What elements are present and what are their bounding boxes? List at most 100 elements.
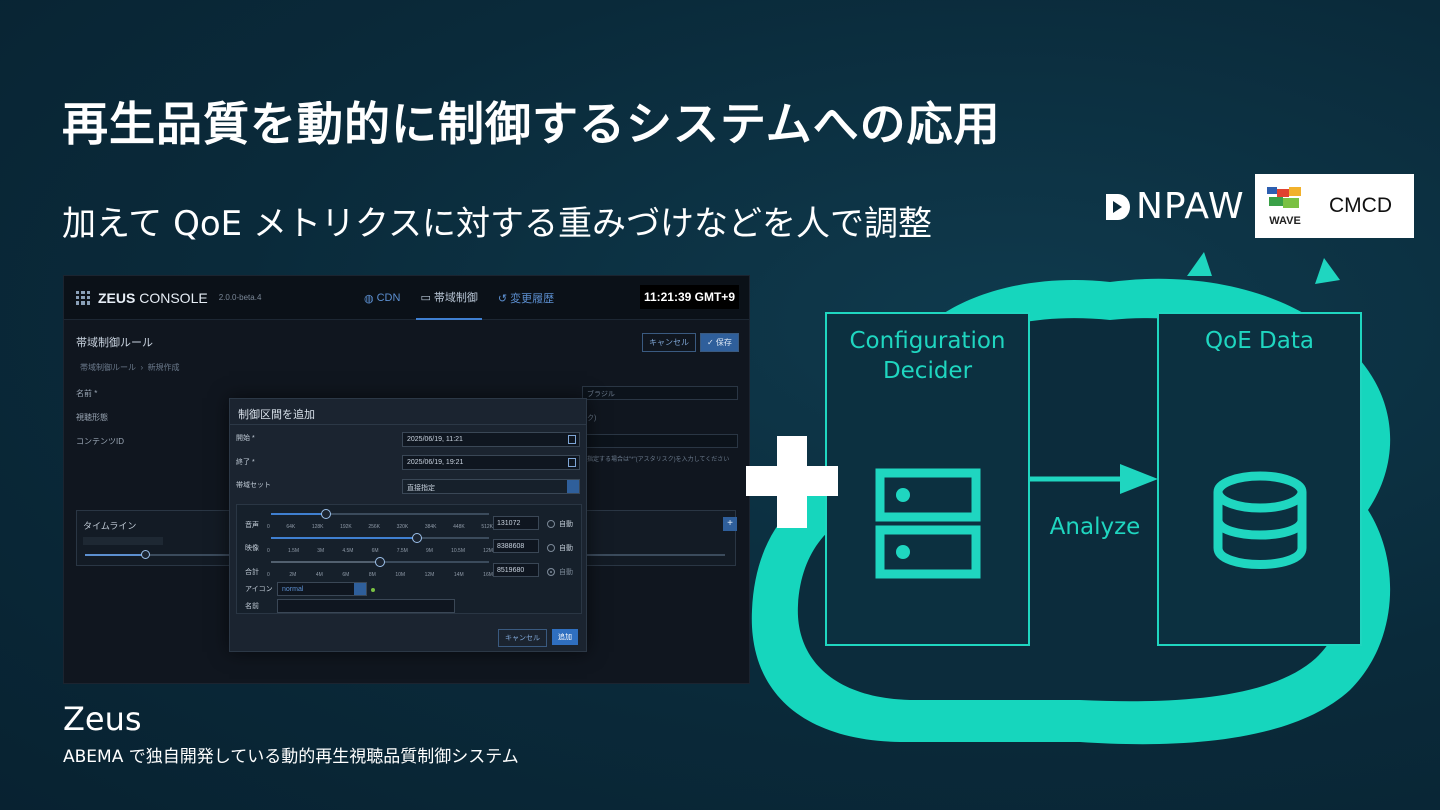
tick-label: 512K	[481, 524, 493, 530]
modal-add-button[interactable]: 追加	[552, 629, 578, 645]
caption-subtitle: ABEMA で独自開発している動的再生視聴品質制御システム	[63, 747, 519, 767]
pointer-triangle-left	[1187, 252, 1212, 276]
tick-label: 9M	[426, 548, 433, 554]
tick-label: 6M	[342, 572, 350, 578]
audio-value[interactable]: 131072	[493, 516, 539, 530]
wave-text: WAVE	[1269, 215, 1301, 227]
total-auto-radio[interactable]: 自動	[547, 567, 573, 577]
tab-cdn[interactable]: ◍ CDN	[364, 292, 401, 305]
audio-label: 音声	[245, 522, 259, 529]
video-auto-radio[interactable]: 自動	[547, 543, 573, 553]
total-value[interactable]: 8519680	[493, 563, 539, 577]
video-value[interactable]: 8388608	[493, 539, 539, 553]
start-input[interactable]: 2025/06/19, 11:21	[402, 432, 580, 447]
chevron-down-icon[interactable]	[354, 583, 366, 595]
tick-label: 128K	[311, 524, 324, 530]
calendar-icon[interactable]	[568, 458, 576, 467]
video-slider[interactable]	[271, 533, 489, 543]
breadcrumb: 帯域制御ルール › 新規作成	[80, 363, 180, 372]
tick-label: 448K	[453, 524, 465, 530]
icon-label: アイコン	[245, 586, 273, 593]
start-label: 開始 *	[236, 435, 255, 442]
total-slider-knob[interactable]	[375, 557, 385, 567]
tick-label: 8M	[368, 572, 376, 578]
console-brand: ZEUS CONSOLE 2.0.0-beta.4	[76, 290, 261, 306]
tick-label: 2M	[289, 572, 297, 578]
bandset-label: 帯域セット	[236, 482, 271, 489]
wave-logo: WAVE	[1265, 185, 1305, 227]
calendar-icon[interactable]	[568, 435, 576, 444]
tick-label: 16M	[483, 572, 493, 578]
end-label: 終了 *	[236, 459, 255, 466]
region-field[interactable]: ブラジル	[582, 386, 738, 400]
save-button[interactable]: ✓ 保存	[700, 333, 739, 352]
tick-label: 256K	[368, 524, 380, 530]
page-title: 帯域制御ルール	[76, 337, 153, 349]
video-label: 映像	[245, 545, 259, 552]
end-input[interactable]: 2025/06/19, 19:21	[402, 455, 580, 470]
chevron-down-icon[interactable]	[567, 480, 579, 493]
apps-grid-icon[interactable]	[76, 290, 90, 305]
caption-title: Zeus	[63, 700, 142, 738]
tick-label: 6M	[371, 548, 379, 554]
tick-label: 12M	[424, 572, 435, 578]
console-version: 2.0.0-beta.4	[218, 293, 262, 302]
name-input[interactable]	[277, 599, 455, 613]
cmcd-logo-box: WAVE CMCD	[1255, 174, 1414, 238]
npaw-text: NPAW	[1136, 186, 1245, 227]
add-timeline-button[interactable]: +	[723, 517, 737, 531]
slide-title: 再生品質を動的に制御するシステムへの応用	[62, 97, 1001, 151]
name-field-label: 名前	[245, 603, 259, 610]
npaw-logo: NPAW	[1104, 186, 1245, 227]
wave-mark-icon	[1267, 187, 1301, 208]
cmcd-text: CMCD	[1329, 194, 1392, 217]
slide-subtitle: 加えて QoE メトリクスに対する重みづけなどを人で調整	[62, 204, 932, 244]
cancel-button[interactable]: キャンセル	[642, 333, 696, 352]
zeus-console-screenshot: ZEUS CONSOLE 2.0.0-beta.4 ◍ CDN ▭ 帯域制御 ↺…	[63, 275, 750, 684]
qoe-data-label: QoE Data	[1205, 328, 1314, 354]
audio-slider-knob[interactable]	[320, 509, 331, 519]
tick-label: 192K	[340, 524, 352, 530]
audio-auto-radio[interactable]: 自動	[547, 519, 573, 529]
qoe-data-box	[1157, 312, 1362, 646]
console-title: ZEUS CONSOLE	[98, 289, 208, 306]
content-id-field[interactable]	[582, 434, 738, 448]
icon-select[interactable]: normal	[277, 582, 367, 596]
database-icon	[1213, 471, 1307, 569]
configuration-decider-label: Configuration Decider	[849, 328, 1006, 384]
bandset-select[interactable]: 直接指定	[402, 479, 580, 494]
console-nav: ◍ CDN ▭ 帯域制御 ↺ 変更履歴	[360, 276, 558, 320]
modal-cancel-button[interactable]: キャンセル	[498, 629, 547, 647]
console-body: 帯域制御ルール キャンセル ✓ 保存 帯域制御ルール › 新規作成 名前 * 視…	[64, 320, 749, 683]
timeline-knob[interactable]	[141, 550, 150, 559]
screen-icon: ▭	[420, 291, 431, 304]
globe-icon: ◍	[364, 292, 374, 305]
tick-label: 12M	[483, 548, 493, 554]
console-header: ZEUS CONSOLE 2.0.0-beta.4 ◍ CDN ▭ 帯域制御 ↺…	[64, 276, 749, 320]
tick-label: 320K	[396, 524, 409, 530]
breadcrumb-current: 新規作成	[147, 363, 180, 372]
timeline-bar	[83, 537, 163, 545]
total-label: 合計	[245, 569, 259, 576]
view-type-field[interactable]: ク)	[587, 415, 597, 422]
status-dot	[371, 588, 375, 592]
name-label: 名前 *	[76, 389, 98, 398]
tick-label: 7.5M	[396, 548, 408, 554]
pointer-triangle-right	[1315, 258, 1340, 284]
tab-change-history[interactable]: ↺ 変更履歴	[497, 292, 555, 306]
tick-label: 10.5M	[451, 548, 466, 554]
tick-label: 64K	[286, 524, 296, 530]
view-type-label: 視聴形態	[76, 413, 108, 422]
timeline-title: タイムライン	[83, 521, 137, 531]
video-slider-knob[interactable]	[412, 533, 423, 543]
tab-bandwidth-control[interactable]: ▭ 帯域制御	[416, 276, 482, 320]
analyze-label: Analyze	[1049, 514, 1141, 540]
breadcrumb-item[interactable]: 帯域制御ルール	[80, 363, 136, 372]
analyze-arrow	[1030, 464, 1158, 494]
audio-slider[interactable]	[271, 509, 489, 519]
tick-label: 3M	[317, 548, 325, 554]
history-icon: ↺	[497, 292, 508, 305]
tick-label: 384K	[424, 524, 437, 530]
total-slider[interactable]	[271, 557, 489, 567]
